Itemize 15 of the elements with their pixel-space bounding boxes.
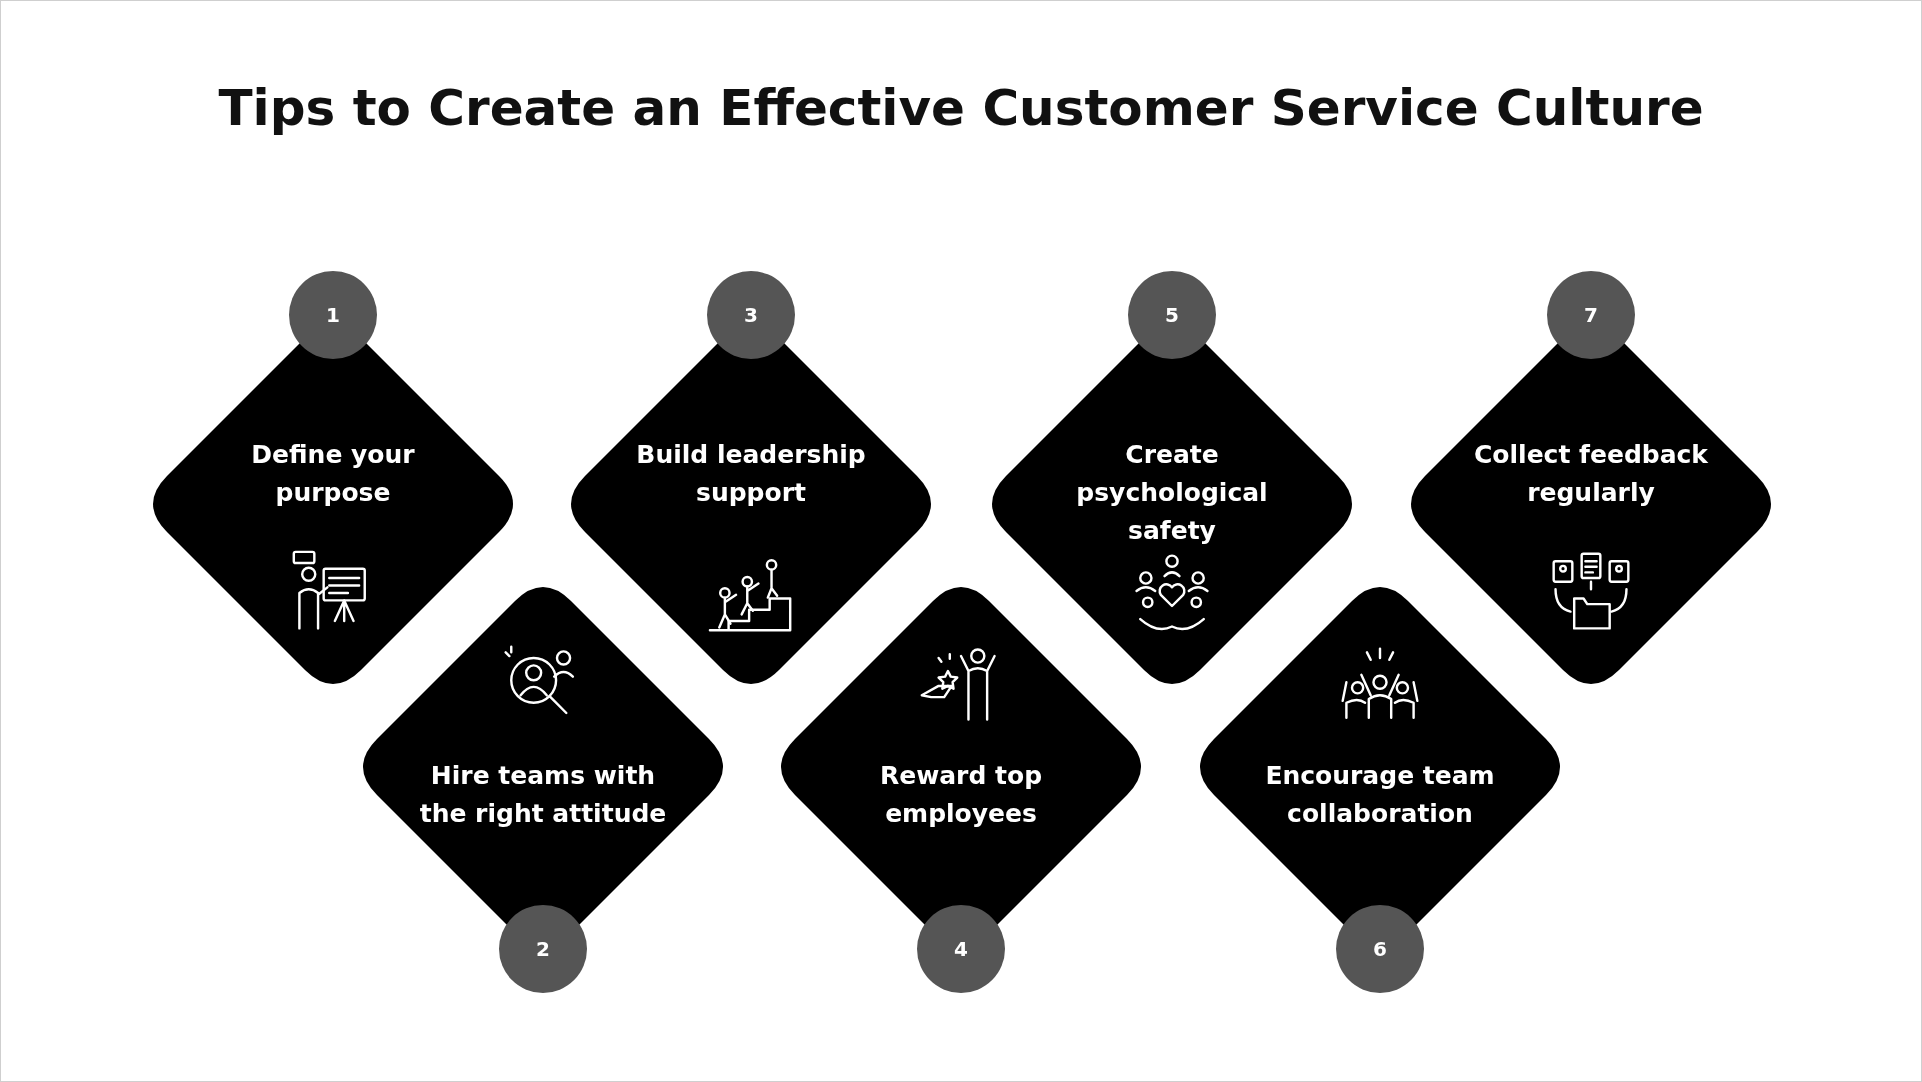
tip-text: Encourage team collaboration <box>1265 761 1495 828</box>
tip-text: Create psychological safety <box>1076 440 1268 545</box>
tip-text: Build leadership support <box>636 440 866 507</box>
title: Tips to Create an Effective Customer Service Culture <box>218 79 1704 137</box>
step-number-badge: 5 <box>1128 271 1216 359</box>
tip-text: Collect feedback regularly <box>1474 440 1708 507</box>
step-number-badge: 6 <box>1336 905 1424 993</box>
tip-text: Hire teams with the right attitude <box>419 761 667 828</box>
step-number-badge: 1 <box>289 271 377 359</box>
step-number-badge: 7 <box>1547 271 1635 359</box>
step-number-badge: 2 <box>499 905 587 993</box>
tip-text: Define your purpose <box>251 440 415 507</box>
tip-text: Reward top employees <box>879 761 1043 828</box>
step-number-badge: 4 <box>917 905 1005 993</box>
step-number-badge: 3 <box>707 271 795 359</box>
